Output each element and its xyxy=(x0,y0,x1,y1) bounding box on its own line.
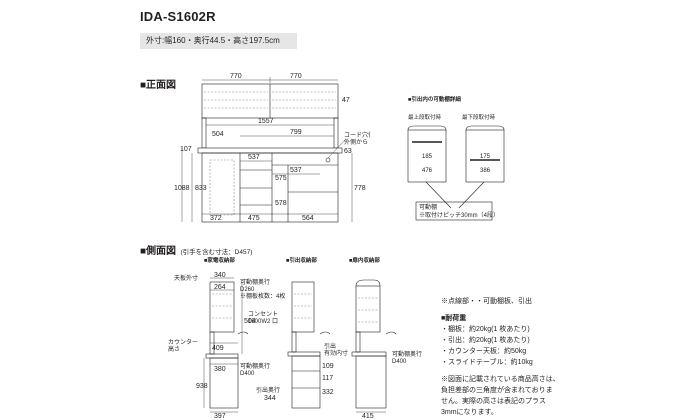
load-title: ■耐荷重 xyxy=(441,315,467,322)
dim-537-a: 537 xyxy=(248,154,260,161)
dim-504: 504 xyxy=(212,131,224,138)
shelf-detail-bottom-label: 最下段取付時 xyxy=(462,115,496,121)
disclaimer-line: ※図面に記載されている商品高さは、 xyxy=(441,376,560,383)
outlet-label-2: 1500W2 口 xyxy=(248,318,278,325)
dim-47: 47 xyxy=(342,97,350,104)
pull-depth-2: 有効内寸 xyxy=(324,349,348,357)
drawer-lower xyxy=(291,355,321,409)
door-lower xyxy=(355,355,387,409)
shelf-detail-top-label: 最上段取付時 xyxy=(408,115,442,121)
dim-575: 575 xyxy=(275,175,287,182)
load-item: ・引出：約20kg(1 枚あたり) xyxy=(441,337,530,344)
door-upper xyxy=(355,285,381,333)
lower-cabinet xyxy=(201,152,339,223)
disclaimer-line: せん。実際の高さは表記のプラス xyxy=(441,398,546,405)
shelf-legend-1: 可動棚 xyxy=(419,203,437,211)
appliance-lower xyxy=(209,357,239,409)
shelf-depth-a-3: ※棚板枚数：4枚 xyxy=(240,292,285,300)
pull-depth-1: 引出 xyxy=(324,342,336,350)
bottom-dim-175: 175 xyxy=(480,154,491,160)
dim-475: 475 xyxy=(248,215,260,222)
dim-770-right: 770 xyxy=(290,73,302,80)
dim-799: 799 xyxy=(290,129,302,136)
dim-1088: 1088 xyxy=(174,185,190,192)
notes-panel: ※点線部・・可動棚板、引出 ■耐荷重 ・棚板：約20kg(1 枚あたり) ・引出… xyxy=(441,296,641,418)
appliance-upper xyxy=(209,281,235,333)
counter-height-1: カウンター xyxy=(168,338,198,346)
dim-578: 578 xyxy=(275,200,287,207)
shelf-depth-c-1: 可動棚奥行 xyxy=(392,350,422,358)
side-dim-415: 415 xyxy=(362,413,374,418)
side-view-heading-sub: (引手を含む寸法：D457) xyxy=(180,249,253,256)
disclaimer-line: 負担差部の三角度が含まれておりま xyxy=(441,387,553,394)
dim-63: 63 xyxy=(344,148,352,155)
side-view-heading: ■側面図 (引手を含む寸法：D457) xyxy=(140,241,252,259)
counter-height-2: 高さ xyxy=(168,345,180,353)
outer-dimensions: 外寸:幅160・奥行44.5・高さ197.5cm xyxy=(140,33,297,49)
shelf-depth-b-1: 可動棚奥行 xyxy=(240,362,270,370)
cord-hole xyxy=(325,157,331,163)
outlet-label-1: コンセント xyxy=(248,311,278,318)
cord-label-1: コード穴位置 xyxy=(344,131,370,139)
side-dim-344: 344 xyxy=(264,395,276,402)
front-view-heading-text: ■正面図 xyxy=(140,80,177,91)
star-note: ※点線部・・可動棚板、引出 xyxy=(441,298,532,305)
side-dim-264: 264 xyxy=(214,284,226,291)
bottom-dim-386: 386 xyxy=(480,168,491,174)
shelf-depth-a-2: D260 xyxy=(240,287,255,293)
shelf-depth-b-2: D400 xyxy=(240,371,255,377)
side-view-door-label: ■扉内収納部 xyxy=(349,258,380,264)
disclaimer-line: 3mmになります。 xyxy=(441,409,498,416)
side-dim-380: 380 xyxy=(214,366,226,373)
side-dim-938: 938 xyxy=(196,383,208,390)
dim-770-left: 770 xyxy=(230,73,242,80)
side-view-appliance-label: ■家電収納部 xyxy=(204,258,235,264)
dim-537-b: 537 xyxy=(290,167,302,174)
side-dim-332: 332 xyxy=(322,389,334,396)
dim-564: 564 xyxy=(302,215,314,222)
dim-778: 778 xyxy=(354,185,366,192)
drawer-depth-label: 引出奥行 xyxy=(256,386,280,394)
side-dim-109: 109 xyxy=(322,363,334,370)
shelf-detail-heading: ■引出内の可動棚詳細 xyxy=(408,97,461,103)
top-dim-185: 185 xyxy=(422,154,433,160)
side-dim-504: 504 xyxy=(244,318,256,325)
shelf-legend-2: ※取付けピッチ30mm（4段） xyxy=(419,211,499,219)
dim-107: 107 xyxy=(180,146,192,153)
side-dim-117: 117 xyxy=(322,375,333,382)
side-view-heading-text: ■側面図 xyxy=(140,246,177,257)
model-number: IDA-S1602R xyxy=(140,9,216,24)
front-view-drawing: 770 770 47 1557 799 504 107 537 537 63 8… xyxy=(174,73,370,223)
dim-1557: 1557 xyxy=(258,118,274,125)
side-dim-409: 409 xyxy=(212,345,224,352)
cord-label-2: 外側から xyxy=(344,138,368,146)
shelf-depth-c-2: D400 xyxy=(392,359,407,365)
load-item: ・カウンター天板：約50kg xyxy=(441,348,527,355)
top-dim-476: 476 xyxy=(422,168,433,174)
dim-833: 833 xyxy=(195,185,207,192)
load-item: ・スライドテーブル：約10kg xyxy=(441,359,533,366)
side-view-drawing: 340 264 504 409 380 938 397 344 332 117 … xyxy=(168,272,422,418)
top-outer-label: 天板外寸 xyxy=(174,274,198,282)
drawer-upper xyxy=(291,281,315,333)
side-view-drawer-label: ■引出収納部 xyxy=(286,258,317,264)
dim-372: 372 xyxy=(210,215,222,222)
load-item: ・棚板：約20kg(1 枚あたり) xyxy=(441,326,530,333)
side-dim-340: 340 xyxy=(214,272,226,279)
shelf-detail-drawing: 185 476 175 386 可動棚 ※取付けピッチ30mm（4段） xyxy=(407,125,505,221)
side-dim-397: 397 xyxy=(214,413,226,418)
shelf-depth-a-1: 可動棚奥行 xyxy=(240,278,270,286)
counter-top xyxy=(197,147,343,154)
front-view-heading: ■正面図 xyxy=(140,76,176,91)
